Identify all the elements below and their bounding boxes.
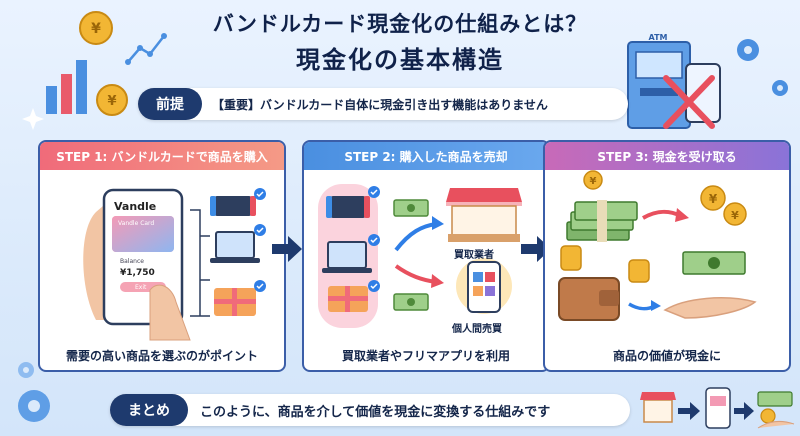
yen-coin-icon: ¥ xyxy=(700,185,726,211)
step-1-footer: 需要の高い商品を選ぶのがポイント xyxy=(65,348,258,363)
premise-text: 【重要】バンドルカード自体に現金引き出す機能はありません xyxy=(212,97,548,112)
summary-label: まとめ xyxy=(110,394,188,426)
cash-icon xyxy=(393,199,429,217)
step-3-illustration: ¥ ¥ ¥ xyxy=(558,170,757,321)
step-2-illustration xyxy=(318,184,522,328)
summary-bar: まとめ このように、商品を介して価値を現金に変換する仕組みです xyxy=(110,394,630,426)
premise-label: 前提 xyxy=(138,88,202,120)
game-console-icon xyxy=(210,196,256,216)
arrow-down-right-icon xyxy=(394,264,437,284)
gear-icon xyxy=(772,80,788,96)
bar-chart-icon xyxy=(46,60,87,114)
coins-chart-illustration: ¥ ¥ xyxy=(22,11,167,130)
cash-icon xyxy=(682,251,746,275)
cash-icon xyxy=(757,391,795,429)
atm-machine-icon xyxy=(627,41,691,129)
phone-card-name: Vandle Card xyxy=(118,220,155,227)
page-title: バンドルカード現金化の仕組みとは？ xyxy=(212,12,588,36)
gear-icon xyxy=(737,39,759,61)
sparkle-icon xyxy=(22,108,44,130)
arrow-right-icon xyxy=(678,402,700,420)
checkmark-icon xyxy=(254,188,266,200)
svg-text:¥: ¥ xyxy=(590,176,597,187)
coin-stack-icon xyxy=(560,245,650,283)
checkmark-icon xyxy=(368,186,380,198)
checkmark-icon xyxy=(368,234,380,246)
gift-card-icon xyxy=(328,286,368,312)
step-1-illustration xyxy=(83,188,266,341)
yen-coin-icon: ¥ xyxy=(723,202,747,226)
smartphone-app-icon xyxy=(456,258,512,314)
prohibited-cross-icon xyxy=(663,75,715,129)
svg-text:¥: ¥ xyxy=(91,21,101,37)
arrow-right-icon xyxy=(642,209,682,220)
phone-balance-label: Balance xyxy=(120,258,144,265)
step-1-card: STEP 1: バンドルカードで商品を購入 xyxy=(38,140,286,372)
gears-illustration xyxy=(18,362,50,422)
step-3-header: STEP 3: 現金を受け取る xyxy=(545,142,789,170)
arrow-up-right-icon xyxy=(394,222,437,252)
atm-label: ATM xyxy=(649,33,668,42)
step-2-card: STEP 2: 購入した商品を売却 xyxy=(302,140,550,372)
phone-app-name: Vandle xyxy=(114,200,157,213)
arrow-right-icon xyxy=(272,236,302,262)
gear-icon xyxy=(18,390,50,422)
gift-card-icon xyxy=(214,288,256,316)
step-2-footer: 買取業者やフリマアプリを利用 xyxy=(341,348,510,363)
arrow-right-icon xyxy=(734,402,754,420)
svg-text:¥: ¥ xyxy=(709,192,718,206)
app-label: 個人間売買 xyxy=(452,324,502,335)
shop-icon xyxy=(640,392,676,423)
phone-button: Exit xyxy=(135,284,147,291)
page-subtitle: 現金化の基本構造 xyxy=(296,46,504,74)
step-1-header: STEP 1: バンドルカードで商品を購入 xyxy=(40,142,284,170)
smartphone-icon xyxy=(705,387,731,429)
shop-icon xyxy=(446,188,522,242)
trend-line-icon xyxy=(127,35,165,63)
svg-text:¥: ¥ xyxy=(731,209,739,222)
laptop-icon xyxy=(322,241,372,273)
game-console-icon xyxy=(326,196,370,218)
gear-icon xyxy=(18,362,34,378)
yen-coin-icon: ¥ xyxy=(583,170,603,190)
cash-stack-icon xyxy=(566,200,638,242)
checkmark-icon xyxy=(254,280,266,292)
phone-balance-value: ¥1,750 xyxy=(120,268,155,278)
checkmark-icon xyxy=(368,280,380,292)
wallet-icon xyxy=(558,277,620,321)
atm-illustration: ATM xyxy=(627,33,788,129)
svg-text:¥: ¥ xyxy=(107,94,116,109)
checkmark-icon xyxy=(254,224,266,236)
yen-coin-icon: ¥ xyxy=(79,11,113,45)
step-2-header: STEP 2: 購入した商品を売却 xyxy=(304,142,548,170)
yen-coin-icon: ¥ xyxy=(96,84,128,116)
step-3-footer: 商品の価値が現金に xyxy=(612,348,721,363)
open-hand-icon xyxy=(663,297,757,319)
step-3-card: STEP 3: 現金を受け取る ¥ ¥ ¥ xyxy=(543,140,791,372)
premise-bar: 前提 【重要】バンドルカード自体に現金引き出す機能はありません xyxy=(138,88,628,120)
shop-label: 買取業者 xyxy=(454,250,494,261)
cash-icon xyxy=(393,293,429,311)
mini-flow-illustration xyxy=(640,387,795,429)
summary-text: このように、商品を介して価値を現金に変換する仕組みです xyxy=(200,404,551,420)
laptop-icon xyxy=(210,231,260,263)
